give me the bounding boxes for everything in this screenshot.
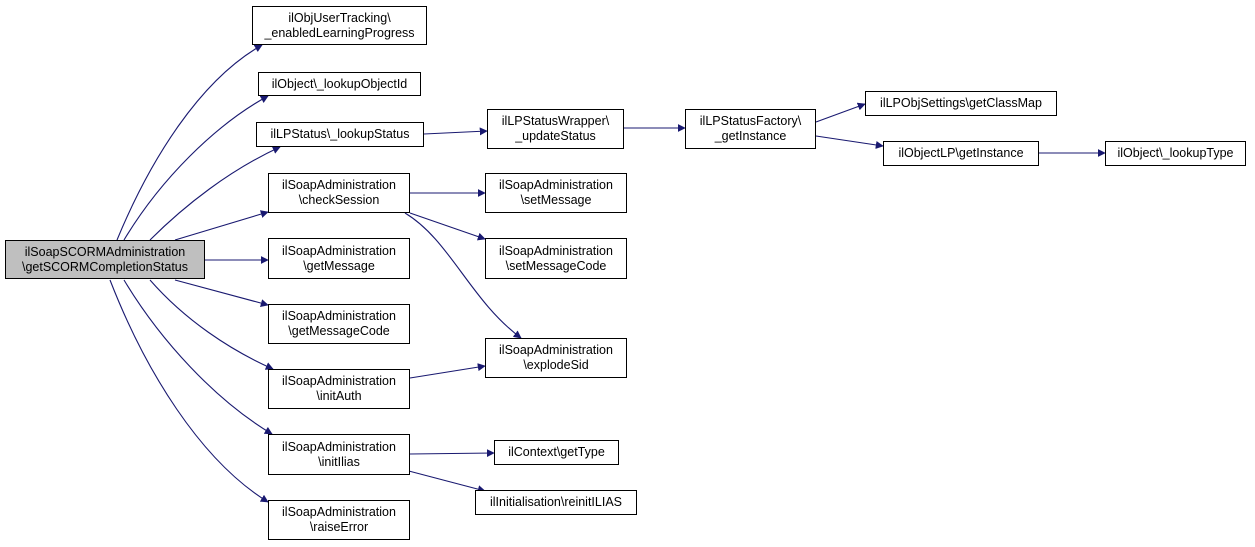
node-line: ilObject\_lookupObjectId — [271, 76, 408, 91]
node-line: \initAuth — [316, 389, 362, 403]
node-line: \getMessageCode — [288, 324, 390, 338]
node-getmessagecode[interactable]: ilSoapAdministration \getMessageCode — [268, 304, 410, 344]
edge-initilias-reinitilias — [404, 469, 486, 494]
node-line: \initIlias — [318, 454, 360, 469]
node-line: ilSoapAdministration — [282, 505, 396, 519]
edge-root-getmessagecode — [174, 279, 269, 307]
node-line: \raiseError — [309, 520, 369, 534]
node-line: ilLPStatus\_lookupStatus — [270, 127, 410, 141]
node-line: \setMessageCode — [505, 258, 607, 273]
node-line: \setMessage — [520, 193, 592, 207]
node-factory-getinstance[interactable]: ilLPStatusFactory\ _getInstance — [685, 109, 816, 149]
node-line: \getMessage — [303, 258, 375, 273]
edge-root-tracking — [116, 44, 263, 241]
node-line: ilSoapAdministration — [282, 374, 396, 388]
node-lookupstatus[interactable]: ilLPStatus\_lookupStatus — [256, 122, 424, 147]
node-line: _updateStatus — [515, 129, 596, 143]
node-getclassmap[interactable]: ilLPObjSettings\getClassMap — [865, 91, 1057, 116]
edge-root-lookupobjectid — [123, 95, 269, 241]
node-line: ilSoapAdministration — [282, 178, 396, 192]
node-objectlp-getinstance[interactable]: ilObjectLP\getInstance — [883, 141, 1039, 166]
node-enabledlearningprogress[interactable]: ilObjUserTracking\ _enabledLearningProgr… — [252, 6, 427, 45]
edge-initauth-explodesid — [409, 363, 486, 379]
node-initilias[interactable]: ilSoapAdministration \initIlias — [268, 434, 410, 475]
node-line: \getSCORMCompletionStatus — [21, 259, 189, 274]
node-line: ilInitialisation\reinitILIAS — [489, 495, 622, 509]
edge-checksession-explodesid — [404, 212, 522, 339]
edge-factory-objectlp — [815, 135, 884, 149]
edge-factory-getclassmap — [815, 102, 866, 123]
node-line: \checkSession — [298, 193, 380, 207]
node-setmessagecode[interactable]: ilSoapAdministration \setMessageCode — [485, 238, 627, 279]
edge-root-checksession — [174, 210, 269, 241]
node-initauth[interactable]: ilSoapAdministration \initAuth — [268, 369, 410, 409]
node-lookuptype[interactable]: ilObject\_lookupType — [1105, 141, 1246, 166]
node-line: ilObjUserTracking\ — [288, 10, 391, 25]
edge-root-initauth — [149, 279, 274, 370]
node-lookupobjectid[interactable]: ilObject\_lookupObjectId — [258, 72, 421, 96]
edge-root-lookupstatus — [149, 146, 281, 241]
node-line: _enabledLearningProgress — [264, 25, 415, 40]
node-line: ilLPObjSettings\getClassMap — [880, 96, 1042, 110]
edge-root-raiseerror — [109, 279, 269, 503]
node-getscormcompletionstatus: ilSoapSCORMAdministration \getSCORMCompl… — [5, 240, 205, 279]
node-line: ilSoapAdministration — [499, 343, 613, 357]
edge-initilias-gettype — [409, 449, 495, 458]
node-line: ilSoapAdministration — [499, 243, 613, 258]
node-line: ilSoapAdministration — [282, 243, 396, 258]
node-line: ilObject\_lookupType — [1117, 146, 1234, 160]
edge-root-initilias — [123, 279, 273, 435]
node-explodesid[interactable]: ilSoapAdministration \explodeSid — [485, 338, 627, 378]
edge-lookupstatus-updatestatus — [423, 127, 488, 136]
node-raiseerror[interactable]: ilSoapAdministration \raiseError — [268, 500, 410, 540]
node-setmessage[interactable]: ilSoapAdministration \setMessage — [485, 173, 627, 213]
node-getType[interactable]: ilContext\getType — [494, 440, 619, 465]
node-line: ilSoapAdministration — [499, 178, 613, 192]
node-line: ilLPStatusFactory\ — [699, 114, 802, 128]
node-line: ilSoapAdministration — [282, 309, 396, 323]
node-getmessage[interactable]: ilSoapAdministration \getMessage — [268, 238, 410, 279]
edge-checksession-setmessagecode — [409, 212, 486, 241]
node-line: _getInstance — [714, 129, 787, 143]
node-reinitilias[interactable]: ilInitialisation\reinitILIAS — [475, 490, 637, 515]
node-line: ilSoapSCORMAdministration — [24, 244, 186, 259]
node-line: ilSoapAdministration — [282, 439, 396, 454]
node-line: \explodeSid — [523, 358, 589, 372]
node-checksession[interactable]: ilSoapAdministration \checkSession — [268, 173, 410, 213]
node-updatestatus[interactable]: ilLPStatusWrapper\ _updateStatus — [487, 109, 624, 149]
node-line: ilContext\getType — [508, 445, 605, 459]
node-line: ilObjectLP\getInstance — [898, 146, 1024, 160]
node-line: ilLPStatusWrapper\ — [501, 114, 610, 128]
